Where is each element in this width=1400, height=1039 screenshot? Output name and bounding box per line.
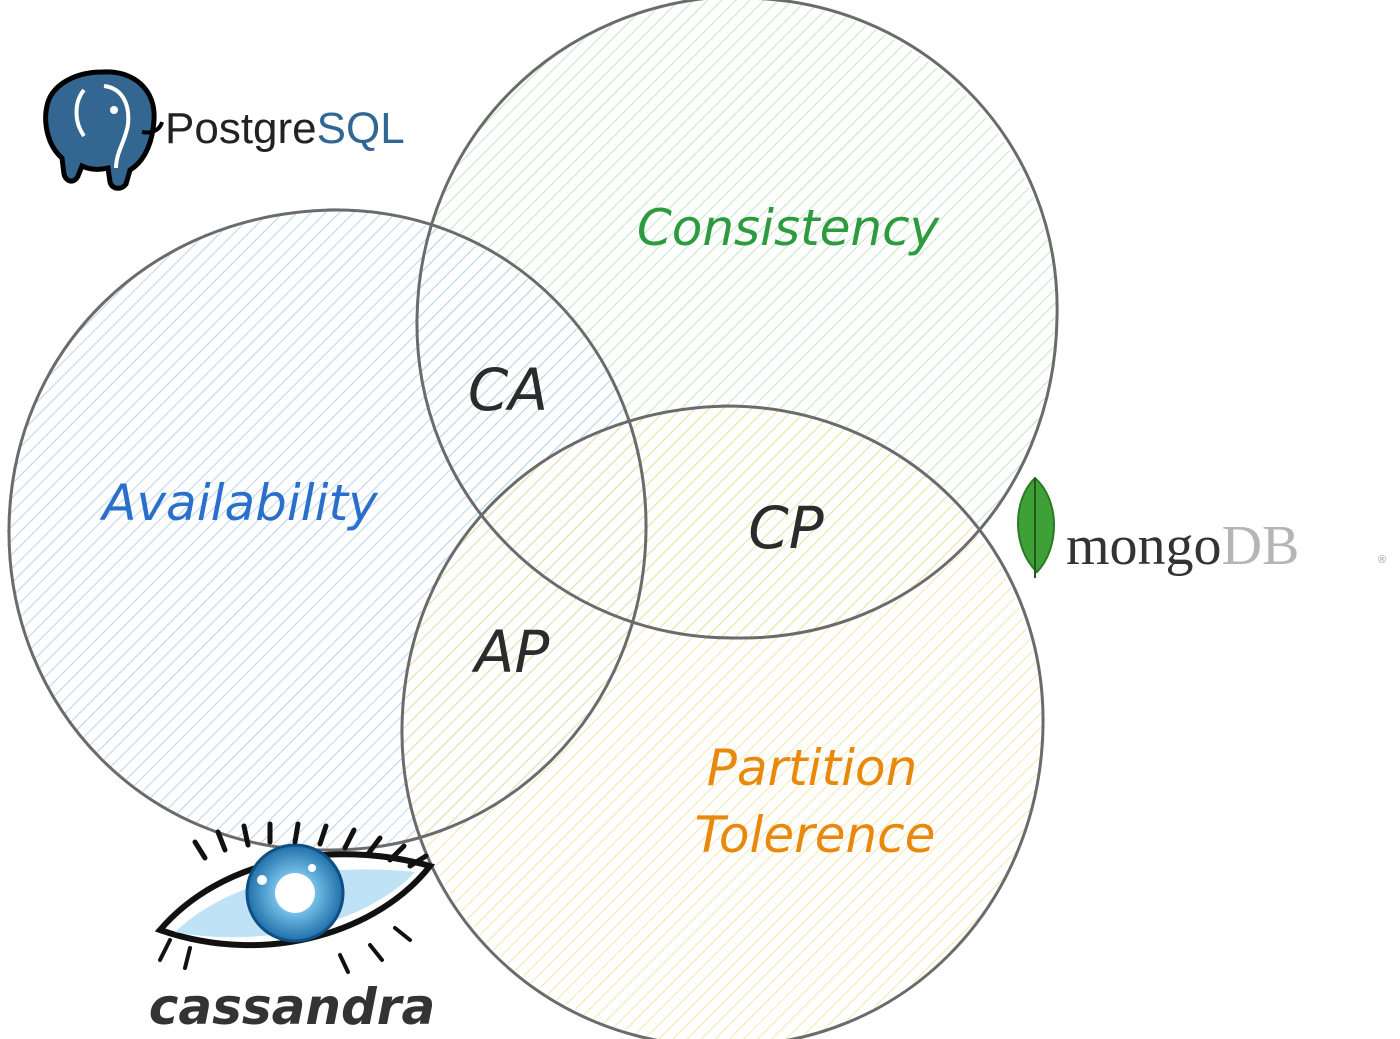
elephant-icon	[43, 69, 164, 191]
circle-fills	[7, 0, 1057, 1039]
partition-circle-outline	[400, 404, 1045, 1039]
mongo-registered-mark: ®	[1378, 554, 1386, 566]
cassandra-logo-text: cassandra	[149, 978, 435, 1036]
postgresql-logo: PostgreSQL	[43, 69, 405, 191]
postgres-logo-text: PostgreSQL	[165, 104, 405, 153]
consistency-circle-outline	[415, 0, 1059, 640]
availability-label: Availability	[99, 474, 379, 532]
circle-outlines	[7, 0, 1059, 1039]
ca-label: CA	[468, 356, 548, 424]
partition-circle-fill	[402, 406, 1042, 1039]
mongodb-logo: mongoDB ®	[1017, 476, 1386, 578]
cp-label: CP	[748, 494, 823, 562]
partition-label-line2: Tolerence	[695, 806, 936, 864]
mongo-logo-text: mongoDB	[1066, 515, 1299, 577]
availability-circle-outline	[7, 208, 648, 852]
eye-icon	[154, 821, 436, 974]
ap-label: AP	[471, 618, 550, 686]
consistency-label: Consistency	[637, 199, 941, 257]
partition-label-line1: Partition	[707, 739, 918, 797]
cassandra-logo: cassandra	[149, 821, 436, 1036]
